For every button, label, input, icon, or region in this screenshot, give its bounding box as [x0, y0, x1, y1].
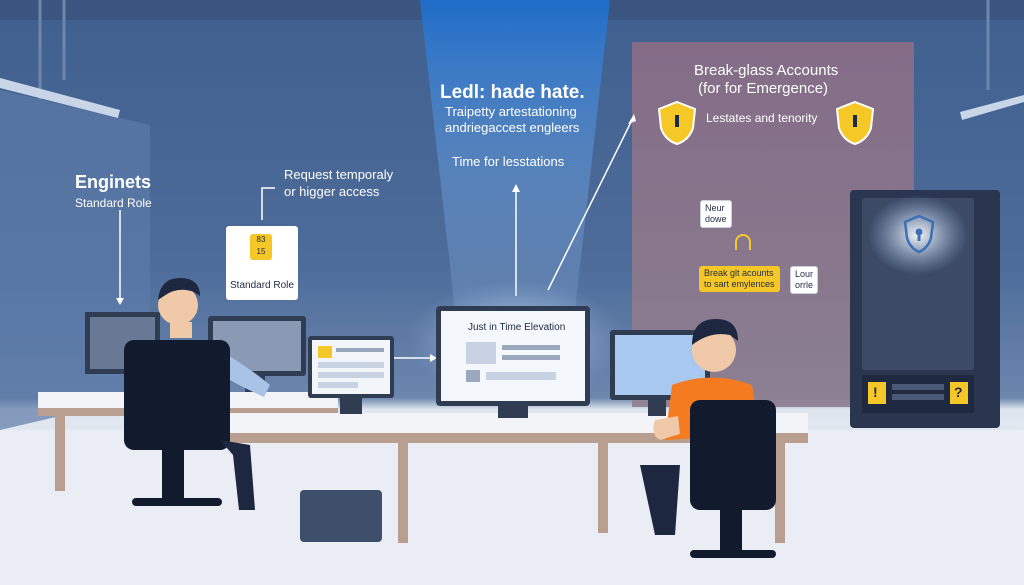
role-badge: 83 15 — [250, 234, 272, 260]
note-top-line-1: Neur — [705, 203, 725, 213]
breakglass-title-1: Break-glass Accounts — [694, 62, 839, 79]
shield-icon — [903, 214, 935, 254]
shield-caption: Lestates and tenority — [706, 111, 818, 125]
note-top-line-2: dowe — [705, 214, 727, 224]
center-subtitle-1: Traipetty artestationing — [445, 104, 577, 119]
warning-line-1: Break glt acounts — [704, 268, 774, 278]
role-badge-code-bottom: 15 — [256, 247, 266, 256]
shield-icon — [657, 100, 697, 146]
warning-icon: ! — [873, 384, 878, 400]
card-label: Standard Role — [230, 280, 294, 291]
center-caption: Time for lesstations — [452, 154, 565, 169]
role-heading: Enginets — [75, 172, 152, 192]
center-title: Ledl: hade hate. — [440, 82, 585, 103]
shield-icon — [835, 100, 875, 146]
note-side-line-2: orrle — [795, 280, 814, 290]
request-line-2: or higger access — [284, 184, 380, 199]
role-subheading: Standard Role — [75, 196, 152, 210]
warning-note: Break glt acounts to sart emylences — [699, 266, 780, 292]
center-subtitle-2: andriegaccest engleers — [445, 120, 580, 135]
warning-icon: ? — [954, 384, 963, 400]
note-side: Lour orrle — [790, 266, 819, 294]
standard-role-card: 83 15 Standard Role — [226, 226, 298, 300]
breakglass-title-2: (for for Emergence) — [698, 80, 829, 97]
role-badge-code-top: 83 — [256, 235, 266, 244]
warning-line-2: to sart emylences — [704, 279, 775, 289]
note-side-line-1: Lour — [795, 269, 814, 279]
request-line-1: Request temporaly — [284, 167, 394, 182]
note-top: Neur dowe — [700, 200, 732, 228]
lock-icon — [735, 234, 751, 250]
monitor-label: Just in Time Elevation — [468, 322, 566, 333]
